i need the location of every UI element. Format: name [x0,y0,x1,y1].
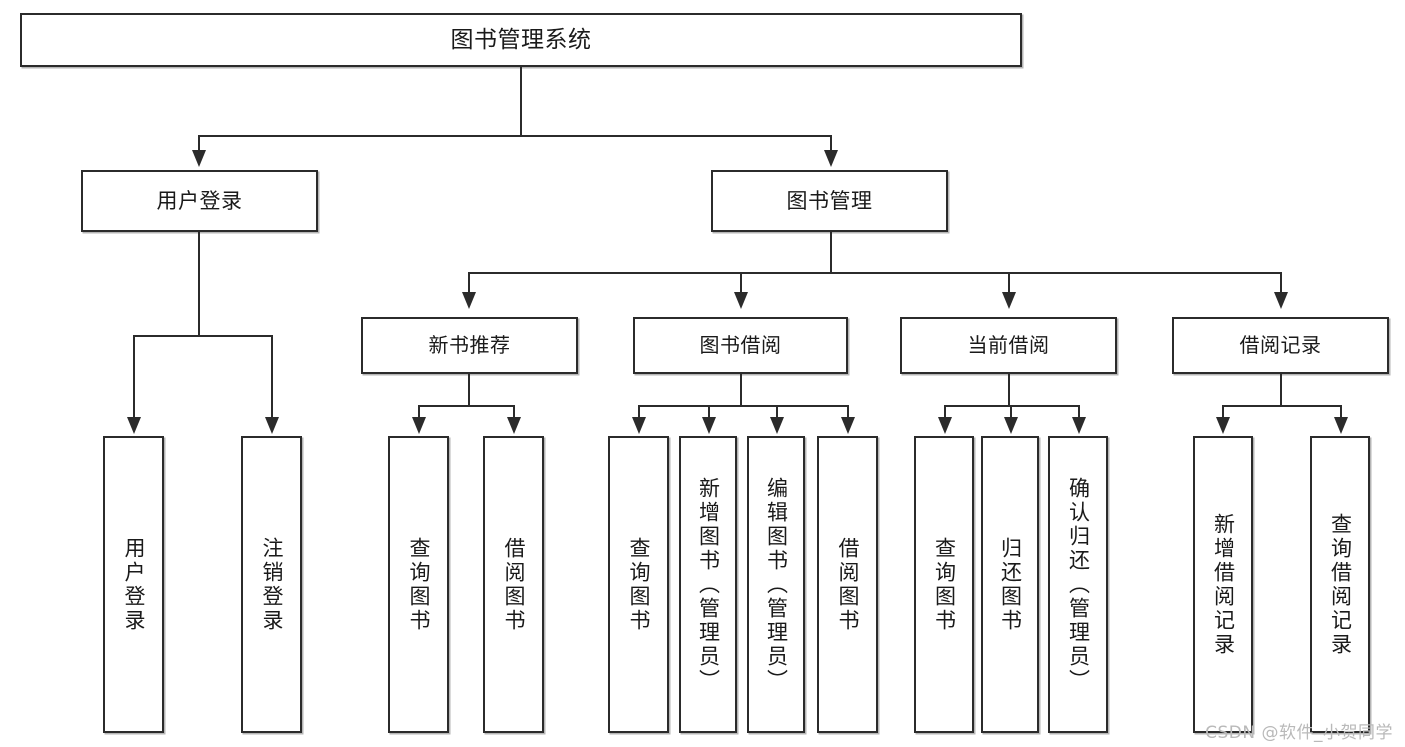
node-label: 查询图书 [407,536,431,633]
arrow-br-to-leaf-2 [1334,417,1348,434]
arrow-bm-to-current-borrow [1002,292,1016,309]
connector-user-login-bar [133,335,273,337]
node-label: 新书推荐 [428,333,511,357]
connector-bm-to-current-borrow [1008,272,1010,294]
connector-bm-to-borrow-record [1280,272,1282,294]
node-new-book-recommend[interactable]: 新书推荐 [361,317,578,374]
connector-nb-to-leaf-2 [513,405,515,419]
connector-nb-to-leaf-1 [418,405,420,419]
node-current-borrow[interactable]: 当前借阅 [900,317,1117,374]
arrow-cb-to-leaf-1 [938,417,952,434]
leaf-user-login-logout[interactable]: 注销登录 [241,436,302,733]
connector-bb-to-leaf-1 [638,405,640,419]
node-label: 用户登录 [156,188,243,213]
arrow-bb-to-leaf-2 [702,417,716,434]
arrow-bm-to-new-book [462,292,476,309]
leaf-current-borrow-query-book[interactable]: 查询图书 [914,436,974,733]
arrow-cb-to-leaf-2 [1004,417,1018,434]
connector-root-to-user-login [198,135,200,152]
node-book-borrow[interactable]: 图书借阅 [633,317,848,374]
watermark: CSDN @软件_小贺同学 [1205,723,1393,743]
node-label: 注销登录 [260,536,284,633]
node-label: 当前借阅 [967,333,1050,357]
arrow-root-to-user-login [192,150,206,167]
node-label: 借阅图书 [502,536,526,633]
connector-book-management-stem [830,232,832,272]
node-label: 图书管理 [786,188,873,213]
leaf-current-borrow-return-book[interactable]: 归还图书 [981,436,1039,733]
node-label: 图书管理系统 [450,26,592,53]
connector-book-borrow-bar [638,405,848,407]
connector-book-borrow-stem [740,374,742,405]
node-label: 新增借阅记录 [1211,512,1236,657]
arrow-br-to-leaf-1 [1216,417,1230,434]
connector-bb-to-leaf-3 [776,405,778,419]
connector-root-stem [520,67,522,135]
leaf-new-book-query-book[interactable]: 查询图书 [388,436,449,733]
node-label: 编辑图书（管理员） [764,476,789,693]
arrow-nb-to-leaf-1 [412,417,426,434]
leaf-book-borrow-borrow-book[interactable]: 借阅图书 [817,436,878,733]
arrow-bb-to-leaf-1 [632,417,646,434]
connector-user-login-to-leaf-2 [271,335,273,419]
leaf-book-borrow-query-book[interactable]: 查询图书 [608,436,669,733]
connector-br-to-leaf-2 [1340,405,1342,419]
connector-borrow-record-bar [1222,405,1340,407]
node-root-library-management-system[interactable]: 图书管理系统 [20,13,1022,67]
connector-bb-to-leaf-2 [708,405,710,419]
connector-cb-to-leaf-3 [1078,405,1080,419]
leaf-borrow-record-query-record[interactable]: 查询借阅记录 [1310,436,1370,733]
arrow-bm-to-borrow-record [1274,292,1288,309]
connector-br-to-leaf-1 [1222,405,1224,419]
node-label: 查询借阅记录 [1328,512,1353,657]
arrow-user-login-to-leaf-1 [127,417,141,434]
arrow-cb-to-leaf-3 [1072,417,1086,434]
arrow-user-login-to-leaf-2 [265,417,279,434]
node-label: 借阅图书 [836,536,860,633]
connector-borrow-record-stem [1280,374,1282,405]
leaf-book-borrow-edit-book-admin[interactable]: 编辑图书（管理员） [747,436,805,733]
node-user-login[interactable]: 用户登录 [81,170,318,232]
node-label: 图书借阅 [699,333,782,357]
connector-bm-to-book-borrow [740,272,742,294]
connector-new-book-stem [468,374,470,405]
arrow-bb-to-leaf-3 [770,417,784,434]
arrow-bm-to-book-borrow [734,292,748,309]
node-label: 归还图书 [998,536,1023,633]
connector-bm-to-new-book [468,272,470,294]
arrow-nb-to-leaf-2 [507,417,521,434]
leaf-current-borrow-confirm-return-admin[interactable]: 确认归还（管理员） [1048,436,1108,733]
arrow-root-to-book-management [824,150,838,167]
connector-current-borrow-stem [1008,374,1010,405]
node-label: 用户登录 [122,536,146,633]
node-label: 新增图书（管理员） [696,476,721,693]
node-book-management[interactable]: 图书管理 [711,170,948,232]
connector-root-to-book-management [830,135,832,152]
node-label: 查询图书 [627,536,651,633]
connector-book-management-bar [468,272,1280,274]
arrow-bb-to-leaf-4 [841,417,855,434]
connector-user-login-stem [198,232,200,335]
leaf-book-borrow-add-book-admin[interactable]: 新增图书（管理员） [679,436,737,733]
leaf-borrow-record-add-record[interactable]: 新增借阅记录 [1193,436,1253,733]
leaf-user-login-login[interactable]: 用户登录 [103,436,164,733]
connector-user-login-to-leaf-1 [133,335,135,419]
node-label: 查询图书 [932,536,957,633]
node-label: 借阅记录 [1239,333,1322,357]
node-label: 确认归还（管理员） [1066,476,1091,693]
connector-cb-to-leaf-2 [1010,405,1012,419]
connector-root-bar [198,135,832,137]
connector-new-book-bar [418,405,513,407]
leaf-new-book-borrow-book[interactable]: 借阅图书 [483,436,544,733]
connector-cb-to-leaf-1 [944,405,946,419]
node-borrow-record[interactable]: 借阅记录 [1172,317,1389,374]
connector-bb-to-leaf-4 [847,405,849,419]
